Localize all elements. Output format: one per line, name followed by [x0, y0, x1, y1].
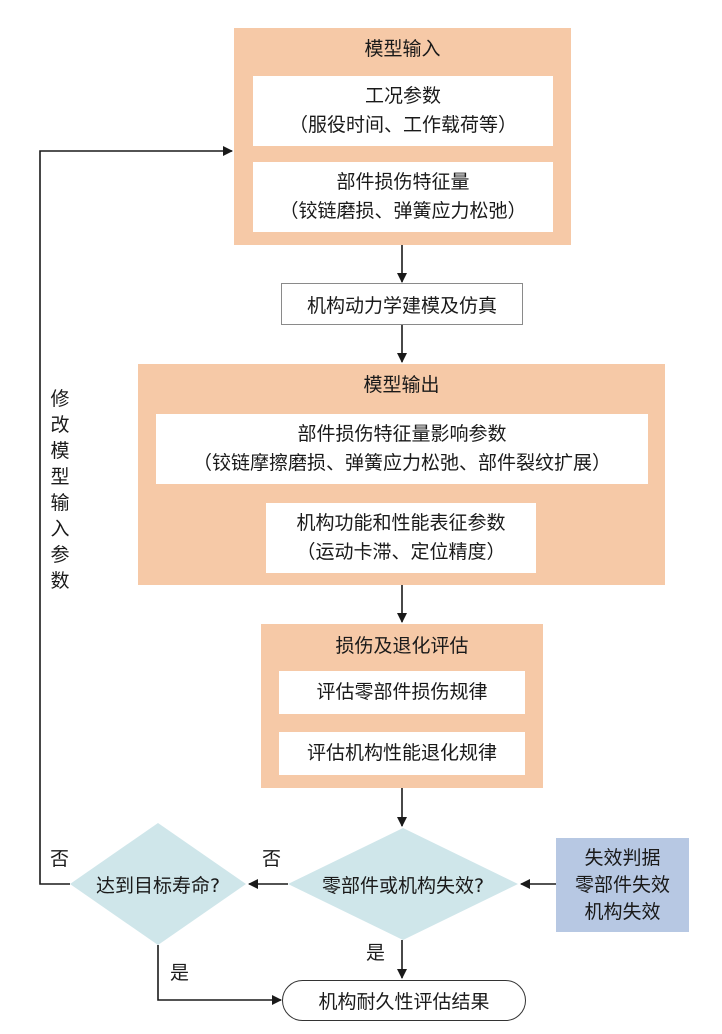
damage-influence-box: 部件损伤特征量影响参数 （铰链摩擦磨损、弹簧应力松弛、部件裂纹扩展） [156, 414, 648, 484]
label-no-life: 否 [50, 848, 70, 870]
arrow-feedback-loop [39, 146, 233, 885]
model-output-title: 模型输出 [363, 374, 440, 396]
failure-criteria-component: 零部件失效 [574, 873, 670, 896]
performance-params-box: 机构功能和性能表征参数 （运动卡滞、定位精度） [266, 503, 536, 573]
failure-criteria-mechanism: 机构失效 [584, 900, 661, 923]
decision-failure-diamond [288, 828, 518, 940]
assess-component-label: 评估零部件损伤规律 [316, 681, 488, 703]
simulation-label: 机构动力学建模及仿真 [306, 294, 497, 317]
label-yes-life: 是 [170, 962, 190, 984]
assessment-title: 损伤及退化评估 [335, 635, 469, 657]
arrow-life-yes-to-result [157, 945, 282, 1005]
decision-failure-label: 零部件或机构失效? [321, 874, 485, 897]
model-input-title: 模型输入 [364, 38, 441, 60]
failure-criteria-box: 失效判据 零部件失效 机构失效 [556, 838, 689, 932]
performance-params-label: 机构功能和性能表征参数 [296, 512, 506, 534]
assess-component-box: 评估零部件损伤规律 [279, 671, 525, 714]
damage-features-label: 部件损伤特征量 [336, 171, 470, 193]
performance-params-detail: （运动卡滞、定位精度） [296, 541, 506, 563]
label-yes-failure: 是 [366, 942, 386, 964]
damage-influence-detail: （铰链摩擦磨损、弹簧应力松弛、部件裂纹扩展） [192, 452, 611, 474]
operating-conditions-detail: （服役时间、工作载荷等） [288, 114, 517, 136]
damage-features-box: 部件损伤特征量 （铰链磨损、弹簧应力松弛） [253, 162, 553, 232]
model-input-panel: 模型输入 工况参数 （服役时间、工作载荷等） 部件损伤特征量 （铰链磨损、弹簧应… [234, 28, 571, 245]
assess-mechanism-box: 评估机构性能退化规律 [279, 732, 525, 775]
result-label: 机构耐久性评估结果 [318, 991, 490, 1013]
assess-mechanism-label: 评估机构性能退化规律 [306, 742, 497, 764]
operating-conditions-label: 工况参数 [364, 85, 441, 107]
result-terminal: 机构耐久性评估结果 [282, 980, 526, 1021]
assessment-panel: 损伤及退化评估 评估零部件损伤规律 评估机构性能退化规律 [261, 624, 543, 788]
model-output-panel: 模型输出 部件损伤特征量影响参数 （铰链摩擦磨损、弹簧应力松弛、部件裂纹扩展） … [138, 364, 665, 585]
operating-conditions-box: 工况参数 （服役时间、工作载荷等） [253, 76, 553, 146]
label-no-failure: 否 [262, 848, 282, 870]
decision-life-label: 达到目标寿命? [95, 874, 221, 897]
simulation-box: 机构动力学建模及仿真 [281, 283, 523, 325]
damage-influence-label: 部件损伤特征量影响参数 [297, 423, 507, 445]
damage-features-detail: （铰链磨损、弹簧应力松弛） [279, 200, 527, 222]
failure-criteria-title: 失效判据 [584, 846, 661, 869]
feedback-label: 修改模型输入参数 [50, 388, 70, 592]
decision-life-diamond [70, 823, 246, 945]
